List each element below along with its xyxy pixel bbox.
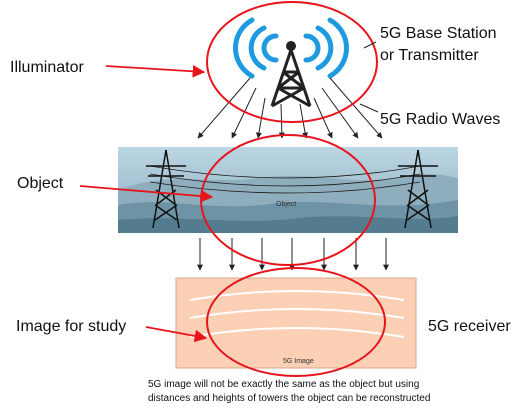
caption-line1: 5G image will not be exactly the same as… bbox=[148, 379, 420, 390]
illuminator-highlight-ellipse bbox=[206, 1, 378, 123]
caption-line2: distances and heights of towers the obje… bbox=[148, 393, 431, 404]
illuminator-label: Illuminator bbox=[10, 59, 84, 76]
right-pylon-icon bbox=[398, 149, 438, 229]
receiver-image-panel bbox=[175, 277, 417, 369]
station-pointer-lines bbox=[359, 41, 379, 113]
object-label: Object bbox=[17, 175, 64, 192]
image-for-study-label: Image for study bbox=[16, 318, 127, 335]
radio-waves-label: 5G Radio Waves bbox=[380, 111, 501, 128]
base-station-label-line2: or Transmitter bbox=[380, 47, 479, 64]
label-pointer-arrows bbox=[79, 65, 214, 343]
projection-arrows bbox=[197, 238, 389, 271]
image-inner-label: 5G Image bbox=[283, 358, 314, 365]
transmitter-tower-icon bbox=[233, 17, 349, 108]
image-highlight-ellipse bbox=[206, 267, 386, 377]
object-inner-label: Object bbox=[276, 201, 297, 208]
base-station-label-line1: 5G Base Station bbox=[380, 25, 497, 42]
receiver-label: 5G receiver bbox=[428, 318, 511, 335]
